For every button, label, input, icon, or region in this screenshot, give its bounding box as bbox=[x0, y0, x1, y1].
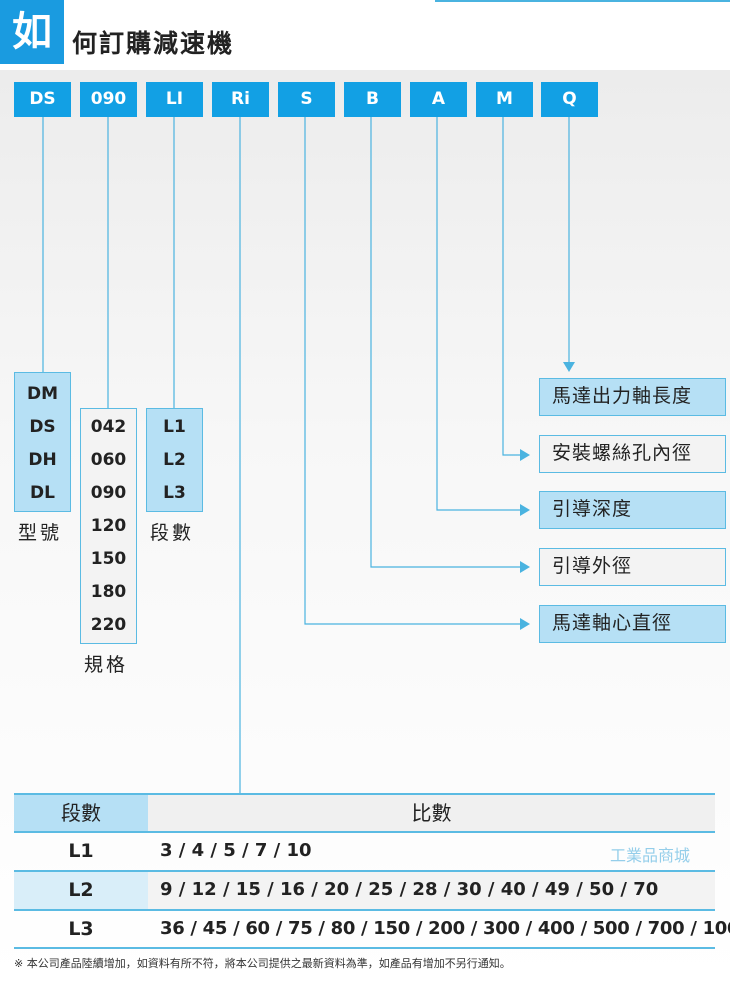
label-motor-shaft-length: 馬達出力軸長度 bbox=[539, 378, 726, 416]
row-ratios: 36 / 45 / 60 / 75 / 80 / 150 / 200 / 300… bbox=[160, 918, 730, 939]
stage-options: L1 L2 L3 bbox=[146, 408, 203, 512]
stage-option: L3 bbox=[163, 483, 186, 503]
size-options: 042 060 090 120 150 180 220 bbox=[80, 408, 137, 644]
code-stage: LI bbox=[146, 82, 203, 117]
model-options: DM DS DH DL bbox=[14, 372, 71, 512]
code-a: A bbox=[410, 82, 467, 117]
stage-caption: 段數 bbox=[150, 522, 195, 544]
row-stage: L1 bbox=[68, 840, 94, 862]
size-option: 060 bbox=[90, 450, 127, 470]
code-ratio: Ri bbox=[212, 82, 269, 117]
table-rule bbox=[14, 870, 715, 872]
label-pilot-depth: 引導深度 bbox=[539, 491, 726, 529]
page-title: 何訂購減速機 bbox=[72, 29, 235, 58]
footnote: ※ 本公司產品陸續增加，如資料有所不符，將本公司提供之最新資料為準，如產品有增加… bbox=[14, 957, 511, 970]
row-ratios: 3 / 4 / 5 / 7 / 10 bbox=[160, 840, 312, 861]
row-ratios: 9 / 12 / 15 / 16 / 20 / 25 / 28 / 30 / 4… bbox=[160, 879, 659, 900]
title-first-char: 如 bbox=[0, 0, 64, 64]
size-option: 180 bbox=[90, 582, 127, 602]
top-rule bbox=[435, 0, 730, 2]
code-s: S bbox=[278, 82, 335, 117]
row-stage: L2 bbox=[68, 879, 94, 901]
size-option: 220 bbox=[90, 615, 127, 635]
model-caption: 型號 bbox=[18, 522, 63, 544]
size-caption: 規格 bbox=[84, 654, 129, 676]
model-option: DH bbox=[28, 450, 57, 470]
model-option: DS bbox=[29, 417, 56, 437]
model-option: DL bbox=[30, 483, 55, 503]
header-stage: 段數 bbox=[61, 801, 101, 825]
code-q: Q bbox=[541, 82, 598, 117]
table-rule bbox=[14, 793, 715, 795]
table-rule bbox=[14, 831, 715, 833]
label-mount-hole-diameter: 安裝螺絲孔內徑 bbox=[539, 435, 726, 473]
label-motor-shaft-diameter: 馬達軸心直徑 bbox=[539, 605, 726, 643]
code-model: DS bbox=[14, 82, 71, 117]
header-right-bg bbox=[148, 795, 715, 832]
size-option: 042 bbox=[90, 417, 127, 437]
label-pilot-diameter: 引導外徑 bbox=[539, 548, 726, 586]
size-option: 090 bbox=[90, 483, 127, 503]
model-option: DM bbox=[26, 384, 59, 404]
size-option: 120 bbox=[90, 516, 127, 536]
watermark: 工業品商城 bbox=[610, 846, 691, 865]
row-band bbox=[148, 872, 715, 910]
stage-option: L2 bbox=[163, 450, 186, 470]
header-left-bg bbox=[14, 795, 148, 832]
code-size: 090 bbox=[80, 82, 137, 117]
table-rule bbox=[14, 947, 715, 949]
table-rule bbox=[14, 909, 715, 911]
code-m: M bbox=[476, 82, 533, 117]
header-ratio: 比數 bbox=[411, 801, 452, 825]
size-option: 150 bbox=[90, 549, 127, 569]
code-b: B bbox=[344, 82, 401, 117]
row-band bbox=[14, 872, 148, 910]
row-stage: L3 bbox=[68, 918, 94, 940]
stage-option: L1 bbox=[163, 417, 186, 437]
